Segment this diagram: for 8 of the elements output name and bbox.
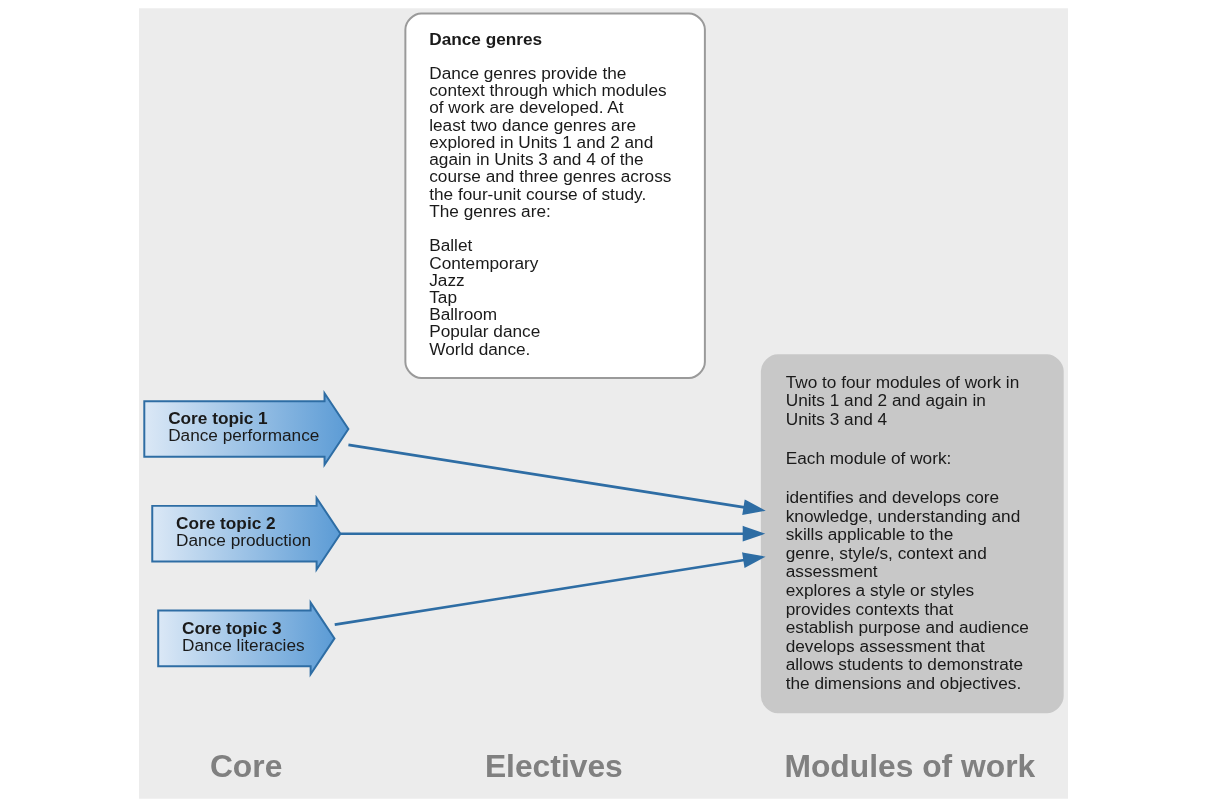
label: Core: [209, 747, 283, 784]
arrow: [340, 525, 766, 542]
node-box: Two to four modules of work in Units 1 and 2 and again in Units 3 and 4 Each module of work: identifies and develops core knowledge, understanding and skills applicable to the genre, style/s, context and assessment explores a style or styles provides contexts that establish purpose and audience develops assessment that allows students to demonstrate the dimensions and objectives.: [760, 354, 1064, 714]
arrow: [348, 443, 766, 516]
label: Electives: [484, 747, 623, 784]
label: Modules of work: [784, 747, 1036, 784]
node-box: Dance genres Dance genres provide the context through which modules of work are developed. At least two dance genres are explored in Units 1 and 2 and again in Units 3 and 4 of the course and three genres across the four-unit course of study. The genres are: Ballet Contemporary Jazz Tap Ballroom Popular dance World dance.: [404, 12, 706, 379]
arrow: [334, 552, 766, 626]
